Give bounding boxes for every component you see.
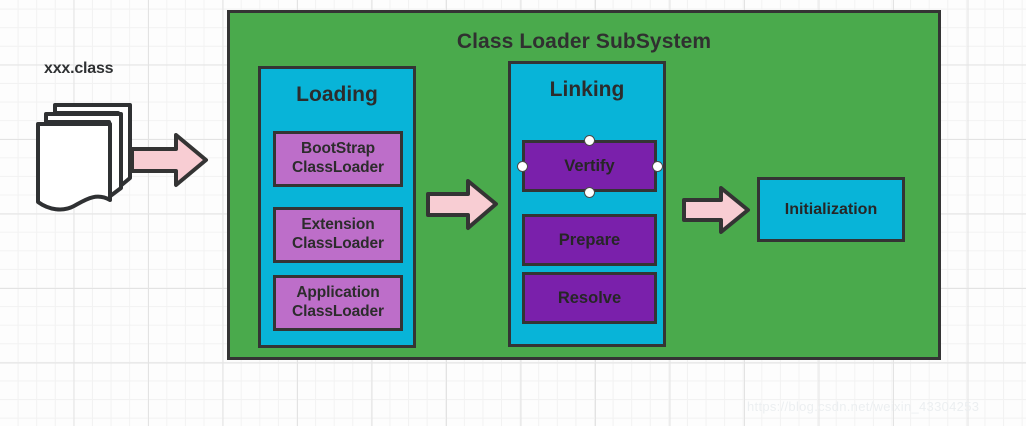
watermark: https://blog.csdn.net/weixin_43304253 xyxy=(747,399,980,414)
stage-loading[interactable]: Loading BootStrap ClassLoader Extension … xyxy=(258,66,416,348)
resize-handle-left[interactable] xyxy=(516,160,528,172)
application-classloader-box[interactable]: Application ClassLoader xyxy=(273,275,403,331)
prepare-box[interactable]: Prepare xyxy=(522,214,657,266)
source-file-label: xxx.class xyxy=(44,60,114,77)
arrow-linking-to-initialization xyxy=(680,184,752,241)
extension-classloader-box[interactable]: Extension ClassLoader xyxy=(273,207,403,263)
resolve-label: Resolve xyxy=(557,288,622,307)
bootstrap-classloader-box[interactable]: BootStrap ClassLoader xyxy=(273,131,403,187)
extension-classloader-label: Extension ClassLoader xyxy=(292,216,384,252)
document-stack-icon xyxy=(33,96,139,214)
stage-linking-title: Linking xyxy=(549,78,625,101)
arrow-loading-to-linking xyxy=(424,177,500,237)
stage-loading-title: Loading xyxy=(296,83,378,106)
stage-linking[interactable]: Linking Vertify Prepare Resolve xyxy=(508,61,666,347)
verify-label: Vertify xyxy=(564,156,615,175)
arrow-source-to-subsystem xyxy=(128,131,210,194)
verify-box[interactable]: Vertify xyxy=(522,140,657,192)
prepare-label: Prepare xyxy=(558,230,621,249)
page-title: Class Loader SubSystem xyxy=(456,30,712,53)
resize-handle-bottom[interactable] xyxy=(583,186,595,198)
resolve-box[interactable]: Resolve xyxy=(522,272,657,324)
bootstrap-classloader-label: BootStrap ClassLoader xyxy=(292,140,384,176)
application-classloader-label: Application ClassLoader xyxy=(292,284,384,320)
resize-handle-top[interactable] xyxy=(583,134,595,146)
resize-handle-right[interactable] xyxy=(651,160,663,172)
initialization-box[interactable]: Initialization xyxy=(757,177,905,242)
initialization-label: Initialization xyxy=(784,200,878,218)
